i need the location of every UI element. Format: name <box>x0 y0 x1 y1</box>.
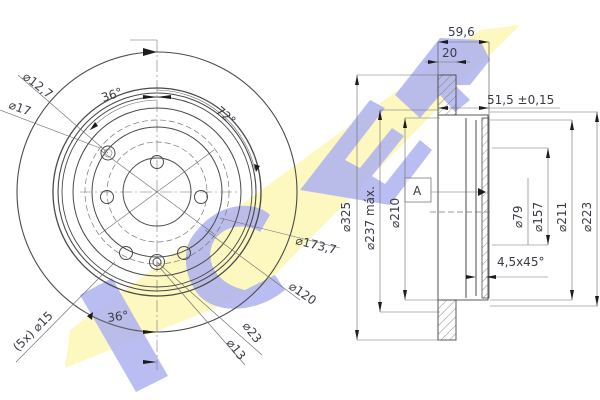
front-view <box>0 39 341 370</box>
bolt-holes <box>100 145 208 270</box>
width-59-6-label: 59,6 <box>448 25 475 39</box>
dia-223-label: ⌀223 <box>580 202 594 232</box>
holes-5x-dia-15-label: (5x) ⌀15 <box>10 309 56 355</box>
watermark-yellow-band <box>65 25 520 368</box>
dia-173-7-label: ⌀173,7 <box>294 233 338 257</box>
dia-23-label: ⌀23 <box>240 319 265 345</box>
dia-13-label: ⌀13 <box>224 336 249 362</box>
chamfer-4-5x45-label: 4,5x45° <box>497 255 544 269</box>
offset-51-5-label: 51,5 ±0,15 <box>487 93 554 107</box>
dia-157-label: ⌀157 <box>531 202 545 232</box>
dia-12-7-label: ⌀12,7 <box>20 69 55 101</box>
dia-79-label: ⌀79 <box>511 206 525 229</box>
side-view <box>355 40 599 341</box>
dia-211-label: ⌀211 <box>555 202 569 232</box>
watermark-letter-e <box>300 100 432 205</box>
angle-36-bottom-label: 36° <box>106 308 129 325</box>
dia-210-label: ⌀210 <box>388 198 402 228</box>
width-20-label: 20 <box>442 46 457 60</box>
angle-36-top-label: 36° <box>100 85 125 105</box>
dia-325-label: ⌀325 <box>339 202 353 232</box>
datum-a-label: A <box>413 184 422 198</box>
dia-120-label: ⌀120 <box>286 279 319 308</box>
dia-237-max-label: ⌀237 máx. <box>363 186 377 250</box>
dia-17-label: ⌀17 <box>7 98 33 119</box>
